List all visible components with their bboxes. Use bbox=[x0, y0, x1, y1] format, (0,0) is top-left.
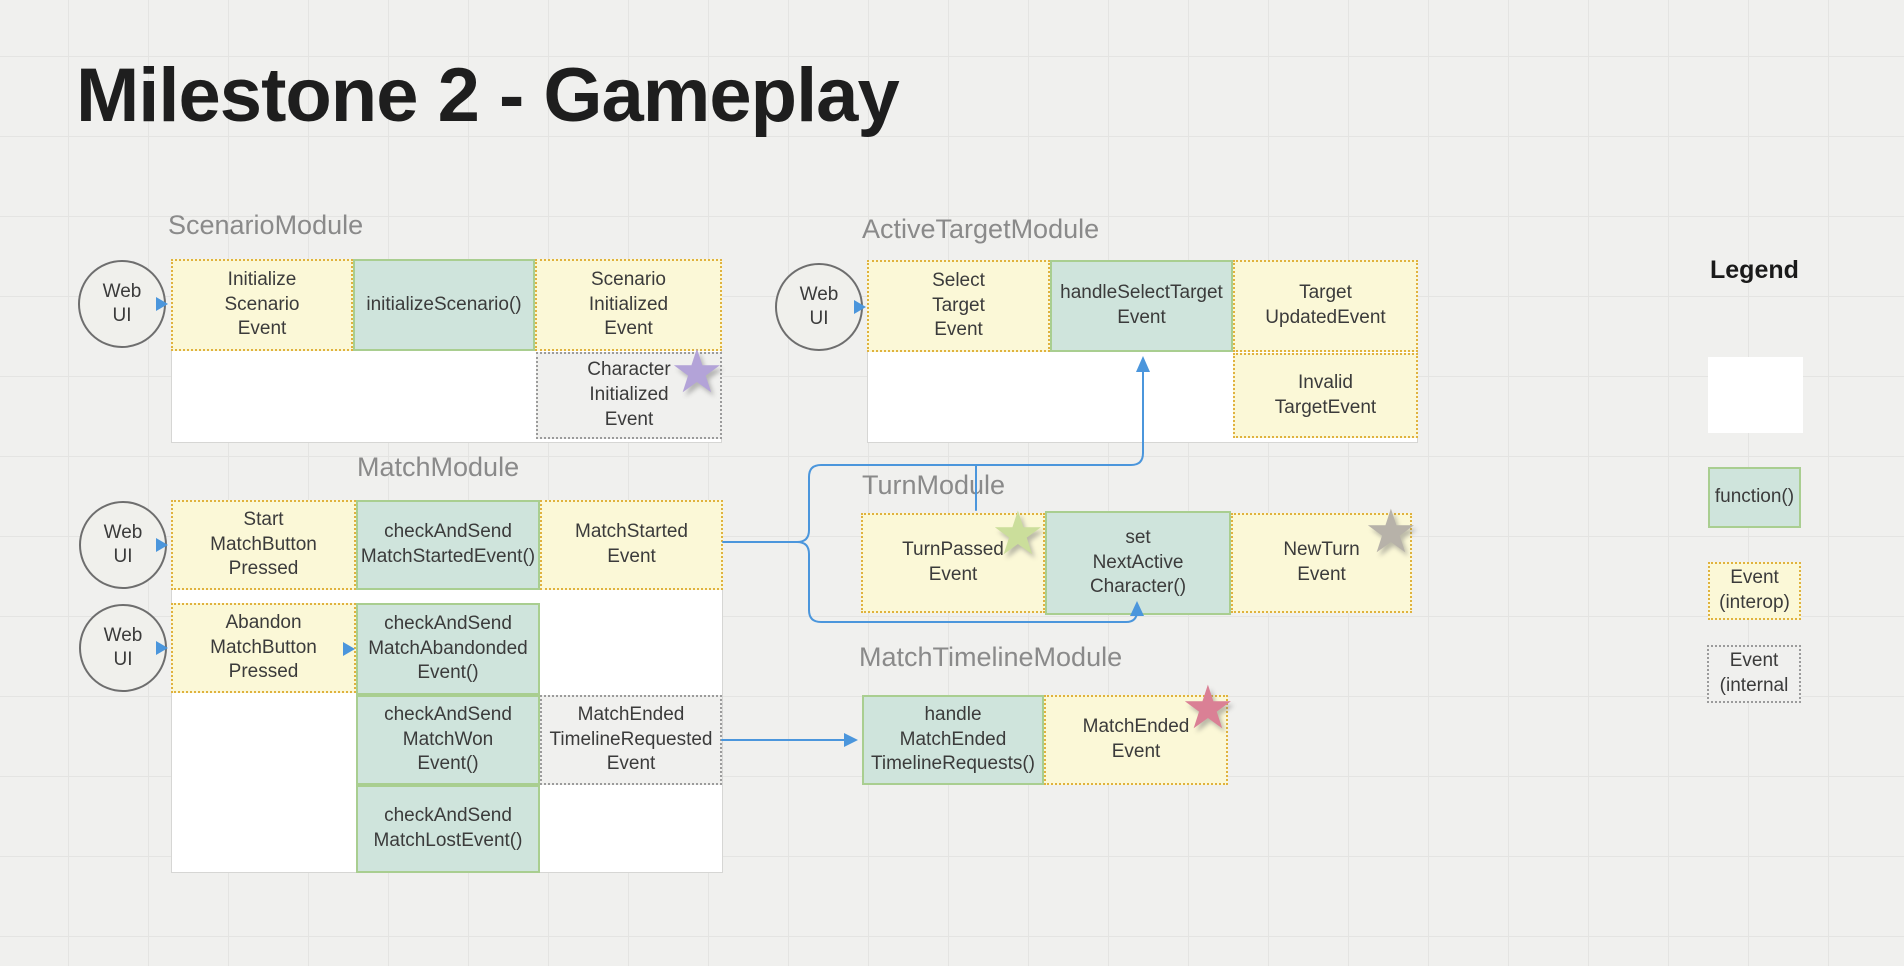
star-icon-gray[interactable]: ★ bbox=[1364, 498, 1418, 565]
start-matchbutton-pressed-box[interactable]: Start MatchButton Pressed bbox=[171, 500, 356, 590]
match-start-webui-actor[interactable]: Web UI bbox=[79, 501, 167, 589]
scenario-initialized-event-box[interactable]: Scenario Initialized Event bbox=[535, 259, 722, 351]
newturn-event-box[interactable]: NewTurn Event bbox=[1231, 513, 1412, 613]
match-module-label: MatchModule bbox=[357, 452, 520, 482]
legend-event-internal-swatch[interactable]: Event (internal bbox=[1707, 645, 1801, 703]
initialize-scenario-fn-box[interactable]: initializeScenario() bbox=[353, 259, 535, 351]
page-title: Milestone 2 - Gameplay bbox=[76, 53, 900, 138]
matchended-event-box[interactable]: MatchEnded Event bbox=[1044, 695, 1228, 785]
star-icon-pink[interactable]: ★ bbox=[1181, 674, 1235, 741]
legend-function-swatch[interactable]: function() bbox=[1708, 467, 1801, 528]
check-send-matchstarted-fn-box[interactable]: checkAndSend MatchStartedEvent() bbox=[356, 500, 540, 590]
check-send-matchwon-fn-box[interactable]: checkAndSend MatchWon Event() bbox=[356, 695, 540, 785]
scenario-webui-actor[interactable]: Web UI bbox=[78, 260, 166, 348]
invalid-target-event-box[interactable]: Invalid TargetEvent bbox=[1233, 353, 1418, 438]
handle-select-target-fn-box[interactable]: handleSelectTarget Event bbox=[1050, 260, 1233, 352]
character-initialized-event-box[interactable]: Character Initialized Event bbox=[536, 352, 722, 439]
turn-module-label: TurnModule bbox=[862, 470, 1006, 500]
legend-title: Legend bbox=[1710, 256, 1799, 284]
match-timeline-module-label: MatchTimelineModule bbox=[859, 642, 1123, 672]
matchstarted-event-box[interactable]: MatchStarted Event bbox=[540, 500, 723, 590]
scenario-module-label: ScenarioModule bbox=[168, 210, 364, 240]
legend-event-interop-swatch[interactable]: Event (interop) bbox=[1708, 562, 1801, 620]
legend-module-swatch[interactable] bbox=[1708, 357, 1803, 433]
target-updated-event-box[interactable]: Target UpdatedEvent bbox=[1233, 260, 1418, 352]
star-icon-green[interactable]: ★ bbox=[991, 500, 1045, 567]
star-icon-purple[interactable]: ★ bbox=[670, 338, 724, 405]
arrowhead-right-timeline bbox=[844, 733, 858, 747]
check-send-matchabandoned-fn-box[interactable]: checkAndSend MatchAbandonded Event() bbox=[356, 603, 540, 695]
active-target-module-label: ActiveTargetModule bbox=[862, 214, 1100, 244]
initialize-scenario-event-box[interactable]: Initialize Scenario Event bbox=[171, 259, 353, 351]
handle-matchended-timeline-fn-box[interactable]: handle MatchEnded TimelineRequests() bbox=[862, 695, 1044, 785]
check-send-matchlost-fn-box[interactable]: checkAndSend MatchLostEvent() bbox=[356, 785, 540, 873]
match-abandon-webui-actor[interactable]: Web UI bbox=[79, 604, 167, 692]
active-target-webui-actor[interactable]: Web UI bbox=[775, 263, 863, 351]
abandon-matchbutton-pressed-box[interactable]: Abandon MatchButton Pressed bbox=[171, 603, 356, 693]
matchended-timeline-requested-event-box[interactable]: MatchEnded TimelineRequested Event bbox=[540, 695, 722, 785]
select-target-event-box[interactable]: Select Target Event bbox=[867, 260, 1050, 352]
set-next-active-character-fn-box[interactable]: set NextActive Character() bbox=[1045, 511, 1231, 615]
